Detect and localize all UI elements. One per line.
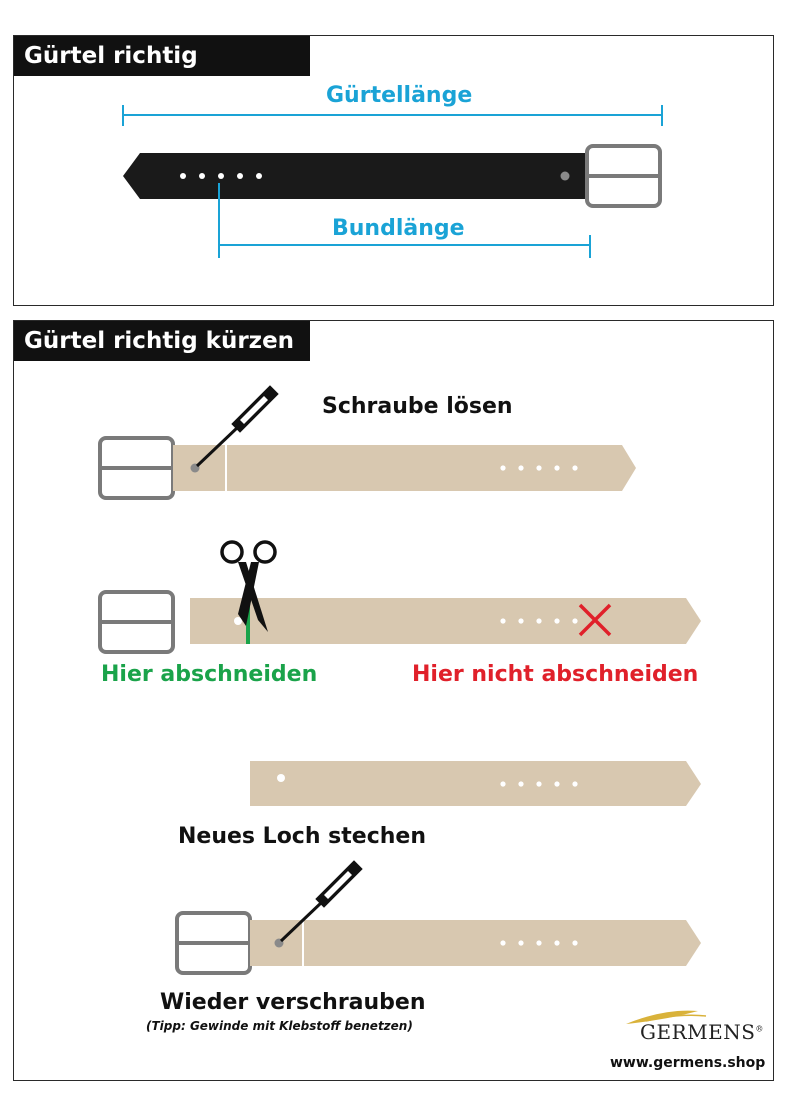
scissors-icon xyxy=(220,540,277,632)
measure-panel-title: Gürtel richtig messen xyxy=(14,36,310,109)
step3-holes xyxy=(500,781,578,787)
cross-icon xyxy=(578,603,612,637)
screwdriver-icon-step4 xyxy=(279,860,363,943)
black-belt-holes xyxy=(180,173,262,179)
brand-logo-swoosh xyxy=(626,1010,707,1024)
black-belt-screw xyxy=(560,171,570,181)
black-belt-strap xyxy=(123,153,600,199)
screwdriver-icon xyxy=(195,385,279,468)
step3-label: Neues Loch stechen xyxy=(178,824,426,849)
do-not-cut-label: Hier nicht abschneiden xyxy=(412,662,699,687)
step2-buckle-icon xyxy=(98,590,175,654)
belt-length-dimension xyxy=(122,105,663,126)
step2-beige-strap xyxy=(190,598,701,644)
shorten-panel-title: Gürtel richtig kürzen xyxy=(14,321,310,361)
step4-tip: (Tipp: Gewinde mit Klebstoff benetzen) xyxy=(146,1019,413,1033)
step4-holes xyxy=(500,940,578,946)
new-hole xyxy=(277,774,285,782)
step3-beige-strap xyxy=(250,761,701,806)
brand-name-text: GERMENS xyxy=(640,1020,756,1044)
waist-length-label: Bundlänge xyxy=(332,216,465,241)
brand-url[interactable]: www.germens.shop xyxy=(610,1055,766,1071)
step1-holes xyxy=(500,465,578,471)
brand-registered-mark: ® xyxy=(755,1024,764,1034)
step2-holes xyxy=(500,618,578,624)
step4-beige-strap xyxy=(250,920,701,966)
belt-length-label: Gürtellänge xyxy=(326,83,473,108)
buckle-icon xyxy=(585,144,662,208)
step4-label: Wieder verschrauben xyxy=(160,990,426,1015)
cut-here-label: Hier abschneiden xyxy=(101,662,318,687)
step1-beige-strap xyxy=(173,445,636,491)
step4-buckle-icon xyxy=(175,911,252,975)
brand-name: GERMENS® xyxy=(640,1020,764,1044)
step1-buckle-icon xyxy=(98,436,175,500)
waist-length-dimension xyxy=(218,183,591,258)
step1-label: Schraube lösen xyxy=(322,394,513,419)
